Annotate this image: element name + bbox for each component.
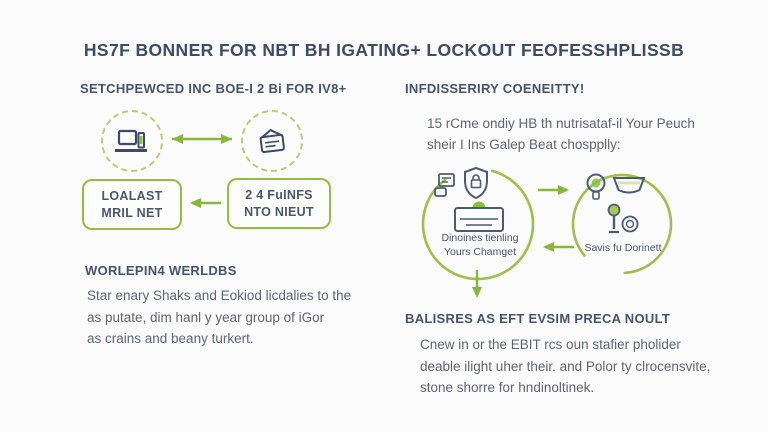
right-paragraph-line2: deable ilight uher their. and Polor ty c… (420, 358, 711, 374)
arrow-right-icon (536, 183, 576, 197)
left-subheader: WORLEPIN4 WERLDBS (85, 263, 237, 278)
right-paragraph: Cnew in or the EBIT rcs oun stafier phol… (420, 334, 710, 399)
laptop-icon (114, 128, 150, 155)
left-arrow-icon (183, 196, 223, 210)
box1-line2: MRIL NET (101, 205, 163, 220)
left-section-header: SETCHPEWCED INC BOE-I 2 Bi FOR IV8+ (80, 81, 347, 96)
arrow-down-icon (470, 268, 484, 300)
label-box-fuinfs: 2 4 FuINFS NTO NIEUT (227, 178, 331, 229)
cycle-left-label: Dinoines tienling Yours Chamget (426, 231, 534, 259)
left-paragraph-line3: as crains and beany turkert. (87, 331, 254, 346)
label-box-loalast: LOALAST MRIL NET (82, 179, 182, 230)
flow-node-device (101, 110, 163, 172)
right-paragraph-line1: Cnew in or the EBIT rcs oun stafier phol… (420, 337, 681, 352)
cycle-right-label: Savis fu Dorinett (584, 242, 662, 254)
left-paragraph-line2: as putate, dim hanl y year group of iGor (87, 309, 325, 325)
credit-card-icon (452, 200, 506, 234)
right-paragraph-line3: stone shorre for hndinoltinek. (420, 380, 595, 395)
cycle-circle-left (420, 166, 536, 282)
lightbulb-icon (583, 172, 609, 202)
document-icon (433, 172, 457, 198)
flow-node-mail (241, 110, 303, 172)
box2-line2: NTO NIEUT (244, 204, 314, 219)
right-intro: 15 rCme ondiy HB th nutrisataf-il Your P… (427, 113, 695, 155)
right-subheader: BALISRES AS EFT EVSIM PRECA NOULT (405, 311, 671, 326)
cycle-left-label-line1: Dinoines tienling (441, 232, 519, 244)
cycle-left-label-line2: Yours Chamget (444, 246, 516, 258)
left-paragraph: Star enary Shaks and Eokiod licdalies to… (87, 285, 351, 350)
right-section-header: INFDISSERIRY COENEITTY! (405, 81, 585, 96)
envelope-icon (254, 125, 289, 157)
box2-line1: 2 4 FuINFS (245, 187, 313, 202)
right-intro-line1: 15 rCme ondiy HB th nutrisataf-il Your P… (427, 116, 695, 131)
arrow-left-icon (536, 240, 576, 254)
bowl-icon (612, 175, 646, 197)
box1-line1: LOALAST (101, 188, 163, 203)
cycle-circle-right (570, 172, 674, 276)
page-title: HS7F BONNER FOR NBT BH IGATING+ LOCKOUT … (83, 40, 685, 60)
shield-lock-icon (461, 166, 491, 200)
right-intro-line2: sheir I Ins Galep Beat chospplly: (427, 137, 621, 152)
left-paragraph-line1: Star enary Shaks and Eokiod licdalies to… (87, 288, 352, 303)
two-way-arrow-icon (162, 132, 242, 146)
person-coin-icon (603, 202, 641, 238)
